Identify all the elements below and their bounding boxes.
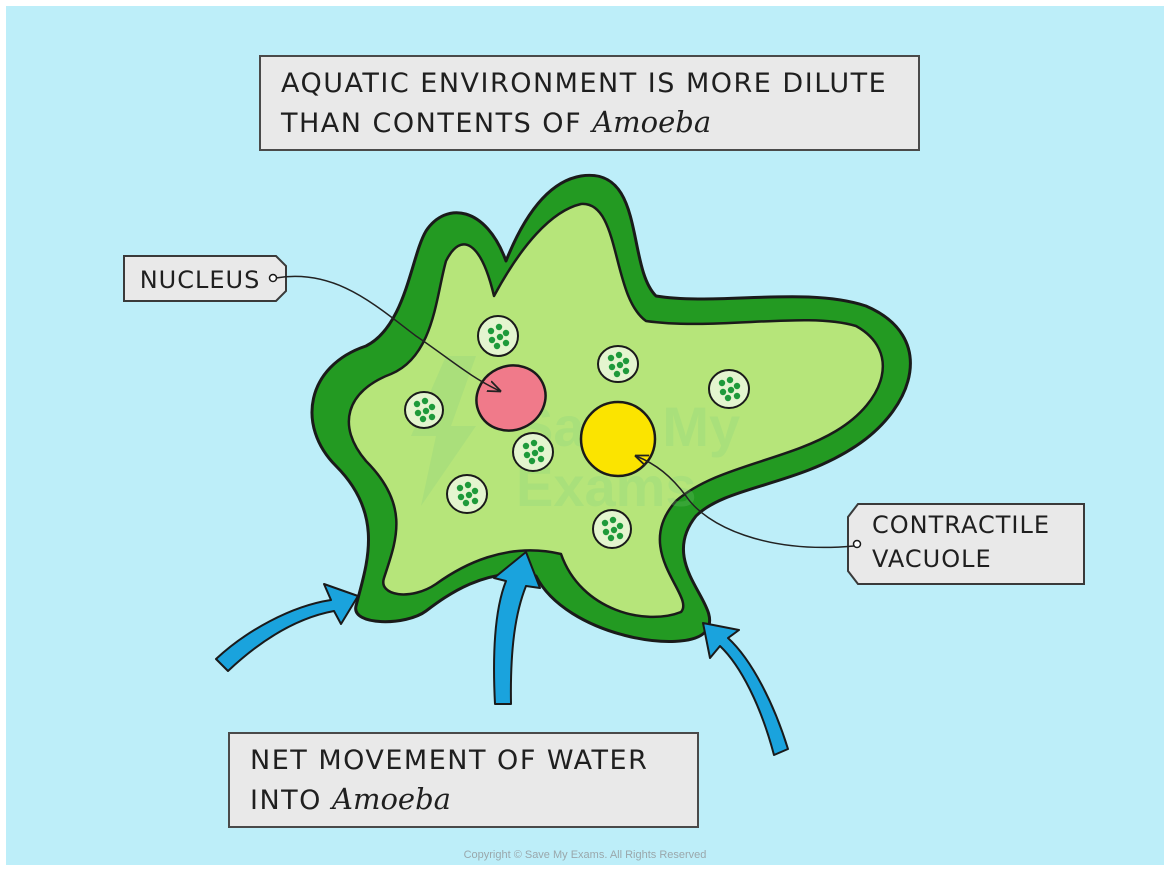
water-arrow-left bbox=[216, 584, 358, 671]
chloroplast bbox=[513, 433, 553, 471]
environment-statement-box: AQUATIC ENVIRONMENT IS MORE DILUTE THAN … bbox=[259, 55, 920, 151]
nucleus-label: NUCLEUS bbox=[130, 259, 270, 301]
contractile-vacuole-label-line-2: VACUOLE bbox=[872, 542, 1082, 576]
contractile-vacuole bbox=[581, 402, 655, 476]
chloroplast bbox=[598, 346, 638, 382]
contractile-vacuole-label-line-1: CONTRACTILE bbox=[872, 508, 1082, 542]
water-movement-box: NET MOVEMENT OF WATER INTO Amoeba bbox=[228, 732, 699, 828]
environment-statement-line-1: AQUATIC ENVIRONMENT IS MORE DILUTE bbox=[281, 65, 918, 103]
chloroplast bbox=[478, 316, 518, 356]
water-arrows bbox=[216, 552, 788, 755]
water-movement-text: INTO bbox=[250, 785, 332, 816]
water-movement-line-2: INTO Amoeba bbox=[250, 780, 697, 820]
water-movement-line-1: NET MOVEMENT OF WATER bbox=[250, 742, 697, 780]
chloroplast bbox=[447, 475, 487, 513]
copyright-notice: Copyright © Save My Exams. All Rights Re… bbox=[6, 849, 1164, 861]
chloroplast bbox=[709, 370, 749, 408]
species-name: Amoeba bbox=[332, 782, 451, 816]
diagram-canvas: Save My Exams bbox=[6, 6, 1164, 865]
environment-statement-line-2: THAN CONTENTS OF Amoeba bbox=[281, 103, 918, 143]
water-arrow-right bbox=[703, 623, 788, 755]
environment-statement-text: THAN CONTENTS OF bbox=[281, 108, 592, 139]
water-arrow-middle bbox=[494, 552, 540, 704]
chloroplast bbox=[593, 510, 631, 548]
chloroplast bbox=[405, 392, 443, 428]
contractile-vacuole-label: CONTRACTILE VACUOLE bbox=[868, 508, 1082, 584]
species-name: Amoeba bbox=[592, 105, 711, 139]
